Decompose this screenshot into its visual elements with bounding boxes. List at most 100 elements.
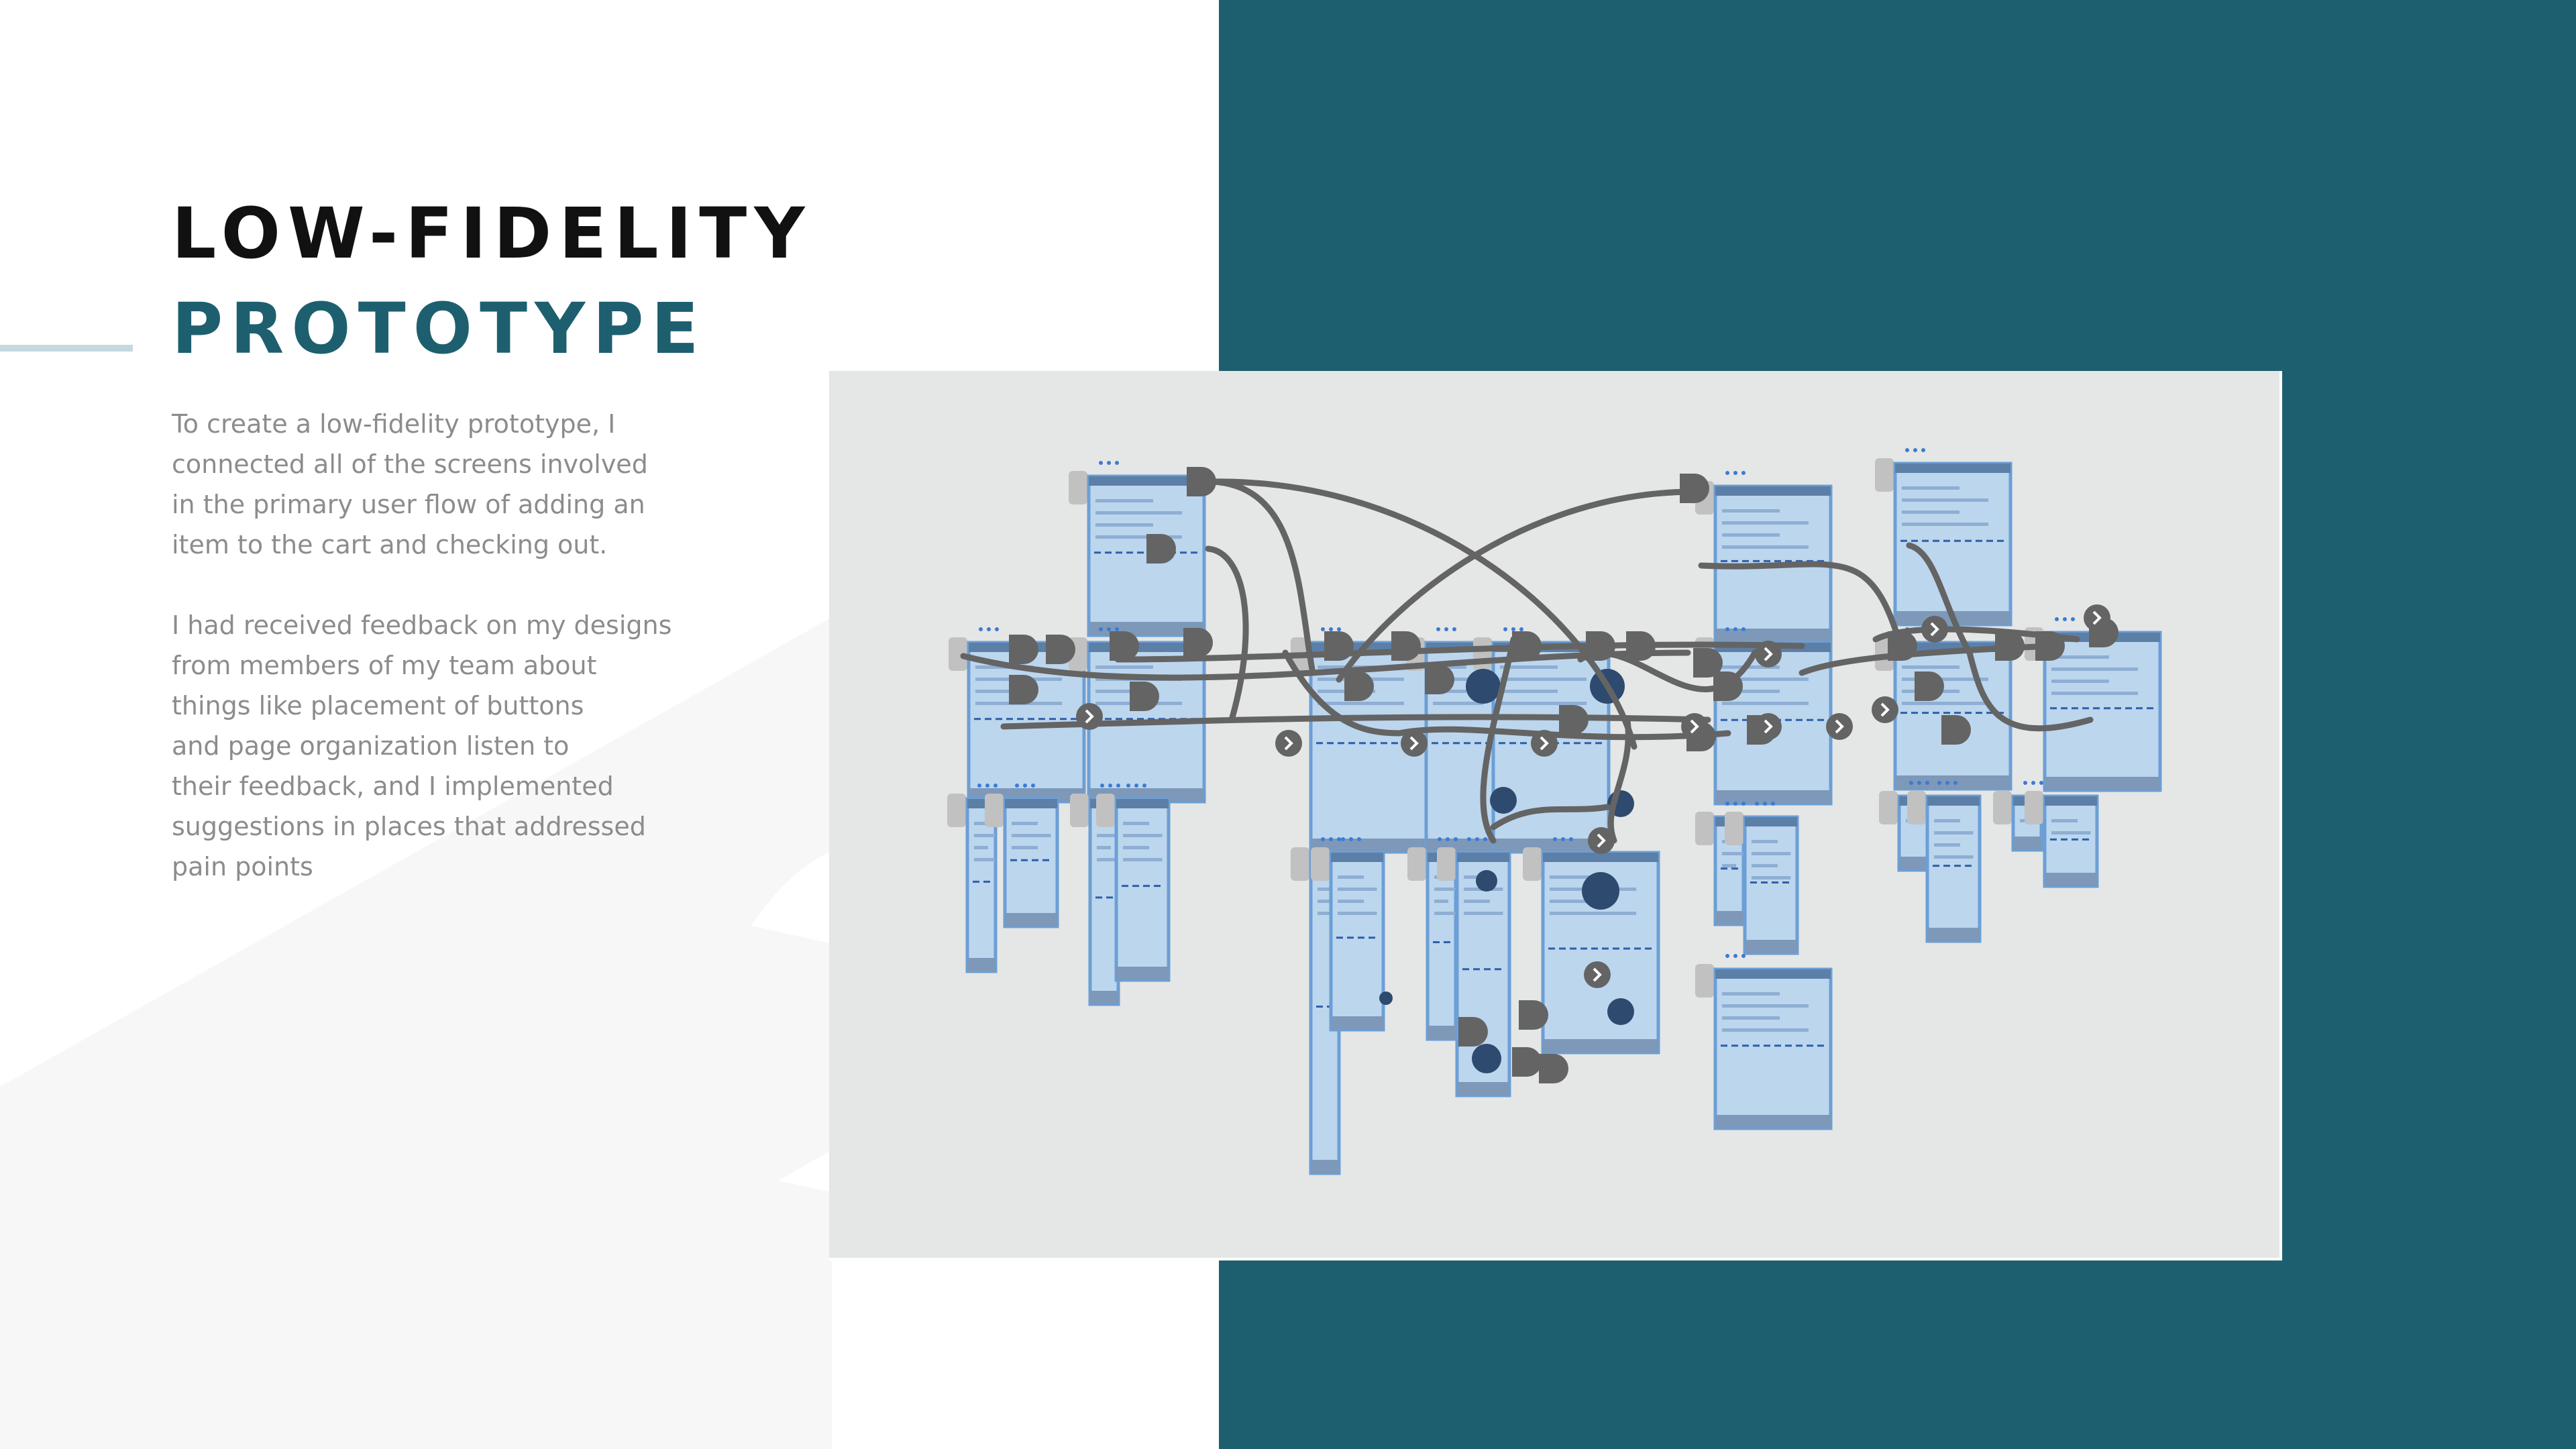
screen-text-line: [1550, 912, 1636, 915]
screen-dot: [1142, 784, 1146, 788]
screen-text-line: [1095, 665, 1153, 669]
screen-dot: [1945, 781, 1949, 785]
prototype-screenshot: [829, 371, 2282, 1260]
screen-text-line: [1097, 846, 1111, 849]
screen-dot: [1725, 954, 1729, 958]
screen-frame: [1003, 797, 1059, 928]
screen-text-line: [1722, 702, 1809, 705]
flow-handle-icon: [1512, 631, 1542, 661]
wireframe-circle: [1582, 872, 1619, 910]
screen-footer-bar: [1311, 839, 1426, 852]
screen-footer-bar: [1715, 1115, 1831, 1128]
chevron-icon: [1755, 713, 1782, 740]
wireframe-screen: [1311, 837, 1385, 1032]
frame-tab: [2025, 791, 2043, 824]
screen-header-bar: [2045, 796, 2097, 806]
screen-text-line: [1722, 852, 1743, 855]
screen-text-line: [2051, 667, 2138, 671]
screen-text-line: [1902, 702, 1988, 705]
flow-handle-icon: [1458, 1017, 1488, 1046]
screen-footer-bar: [1715, 911, 1743, 924]
screen-text-line: [1722, 678, 1809, 681]
wireframe-screen: [1695, 471, 1833, 644]
screen-footer-bar: [1428, 1026, 1456, 1039]
screen-text-line: [1752, 852, 1791, 855]
frame-tab: [1070, 794, 1089, 827]
screen-dot: [1107, 627, 1111, 631]
flow-handle-icon: [1693, 648, 1723, 678]
wireframe-circle: [1466, 669, 1501, 704]
frame-tab: [1437, 847, 1456, 881]
screen-dot: [1937, 781, 1941, 785]
screen-dot: [1015, 784, 1019, 788]
screen-text-line: [1934, 855, 1974, 859]
chevron-icon: [2084, 604, 2110, 631]
screen-footer-bar: [1005, 913, 1057, 926]
screen-dot: [1100, 784, 1104, 788]
screen-text-line: [1123, 822, 1149, 825]
screen-text-line: [1722, 1028, 1809, 1032]
screen-dot: [1917, 781, 1921, 785]
screen-dot: [987, 627, 991, 631]
chevron-icon: [1588, 827, 1615, 854]
screen-text-line: [1722, 665, 1780, 669]
screen-frame: [2043, 794, 2099, 888]
screen-dot: [1134, 784, 1138, 788]
frame-tab: [947, 794, 966, 827]
frame-tab: [949, 637, 967, 671]
screen-footer-bar: [1116, 967, 1169, 980]
flow-handle-icon: [1110, 631, 1139, 661]
screen-footer-bar: [1090, 991, 1118, 1004]
screen-text-line: [1500, 665, 1558, 669]
screen-dot: [1099, 627, 1103, 631]
chevron-glyph: [1764, 647, 1773, 661]
screen-dot: [1115, 627, 1119, 631]
screen-dot: [1452, 627, 1456, 631]
screen-footer-bar: [1493, 839, 1609, 852]
screen-text-line: [1500, 690, 1558, 693]
screen-dot: [1321, 627, 1325, 631]
screen-text-line: [1902, 511, 1960, 514]
flow-connector: [1205, 545, 1249, 723]
screen-footer-bar: [1457, 1082, 1509, 1095]
flow-handle-icon: [1391, 631, 1421, 661]
flow-connector: [1906, 542, 1973, 656]
frame-tab: [1311, 847, 1330, 881]
screen-dot: [1349, 837, 1353, 841]
screen-dot: [1438, 837, 1442, 841]
screen-dot: [1107, 461, 1111, 465]
screen-dot: [1337, 627, 1341, 631]
wireframe-circle: [1490, 787, 1517, 814]
frame-tab: [1291, 847, 1309, 881]
screen-dot: [1115, 461, 1119, 465]
screen-text-line: [1464, 900, 1490, 903]
screen-text-line: [1095, 523, 1153, 527]
screen-text-line: [1722, 1004, 1809, 1008]
screen-frame: [1088, 797, 1120, 1006]
screen-frame: [965, 797, 998, 973]
screen-dot: [1321, 837, 1325, 841]
screen-dot: [1454, 837, 1458, 841]
flow-handle-icon: [1539, 1054, 1568, 1083]
screen-header-bar: [1895, 464, 2010, 473]
flow-handle-icon: [1888, 631, 1917, 661]
wireframe-screen: [947, 784, 998, 973]
screen-text-line: [974, 822, 988, 825]
screen-text-line: [1722, 521, 1809, 525]
screen-text-line: [1095, 690, 1153, 693]
screen-footer-bar: [2045, 777, 2160, 790]
flow-handle-icon: [1130, 682, 1159, 711]
wireframe-circle: [1379, 991, 1393, 1005]
screen-footer-bar: [2045, 873, 2097, 886]
screen-text-line: [1097, 858, 1118, 861]
frame-tab: [1096, 794, 1115, 827]
frame-tab: [985, 794, 1004, 827]
chevron-glyph: [1540, 736, 1549, 751]
flow-connector: [1336, 488, 1698, 683]
screen-dot: [1519, 627, 1523, 631]
description-paragraph-2: I had received feedback on my designs fr…: [172, 610, 672, 881]
screen-text-line: [1338, 888, 1377, 891]
screen-dot: [1741, 802, 1746, 806]
screen-footer-bar: [1331, 1016, 1383, 1030]
screen-dot: [2063, 617, 2067, 621]
